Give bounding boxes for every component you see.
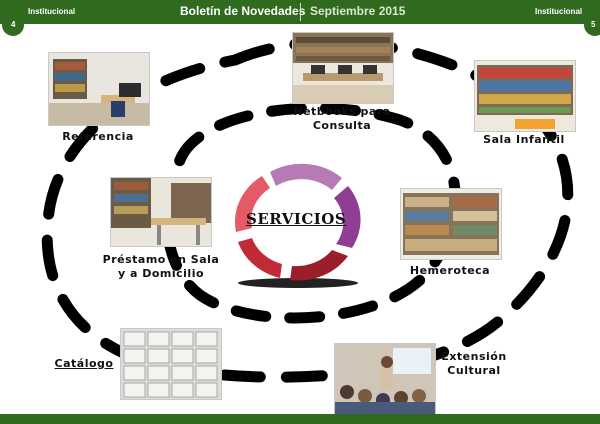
label-hemeroteca: Hemeroteca bbox=[409, 264, 491, 277]
photo-referencia bbox=[48, 52, 150, 126]
services-cycle-diagram bbox=[234, 163, 361, 288]
page-number-right: 5 bbox=[591, 20, 596, 29]
header-date: Septiembre 2015 bbox=[310, 4, 406, 18]
label-extension-line2: Cultural bbox=[447, 364, 501, 377]
cycle-segment-2 bbox=[334, 186, 361, 248]
cycle-segment-4 bbox=[238, 238, 282, 278]
header-title: Boletín de Novedades bbox=[180, 4, 306, 18]
cycle-segment-1 bbox=[270, 163, 342, 190]
photo-hemeroteca bbox=[400, 188, 502, 260]
label-prestamo-line1: Préstamo en Sala bbox=[102, 253, 220, 266]
label-extension-line1: Extensión bbox=[441, 350, 507, 363]
label-referencia: Referencia bbox=[62, 130, 134, 143]
photo-extension-cultural bbox=[334, 343, 436, 415]
cycle-segments bbox=[234, 163, 361, 281]
label-catalogo: Catálogo bbox=[54, 357, 114, 370]
cycle-shadow bbox=[238, 278, 358, 288]
header-divider bbox=[300, 3, 301, 21]
cycle-segment-3 bbox=[290, 250, 348, 281]
photo-sala-infantil bbox=[474, 60, 576, 132]
page-number-badge-right bbox=[584, 14, 600, 36]
label-sala-infantil: Sala Infantil bbox=[483, 133, 565, 146]
photo-netbooks bbox=[292, 32, 394, 104]
page-number-badge-left bbox=[2, 14, 24, 36]
header-left-section: Institucional bbox=[28, 7, 76, 16]
cycle-segment-5 bbox=[234, 176, 270, 232]
header-bar: Institucional Boletín de Novedades Septi… bbox=[0, 0, 600, 24]
photo-catalogo bbox=[120, 328, 222, 400]
label-netbooks-line2: Consulta bbox=[312, 119, 372, 132]
label-netbooks-line1: Netbooks para bbox=[293, 105, 391, 118]
header-right-section: Institucional bbox=[535, 7, 583, 16]
footer-bar bbox=[0, 414, 600, 424]
label-prestamo-line2: y a Domicilio bbox=[117, 267, 205, 280]
photo-prestamo bbox=[110, 177, 212, 247]
page-number-left: 4 bbox=[11, 20, 16, 29]
center-title: SERVICIOS bbox=[246, 210, 347, 228]
